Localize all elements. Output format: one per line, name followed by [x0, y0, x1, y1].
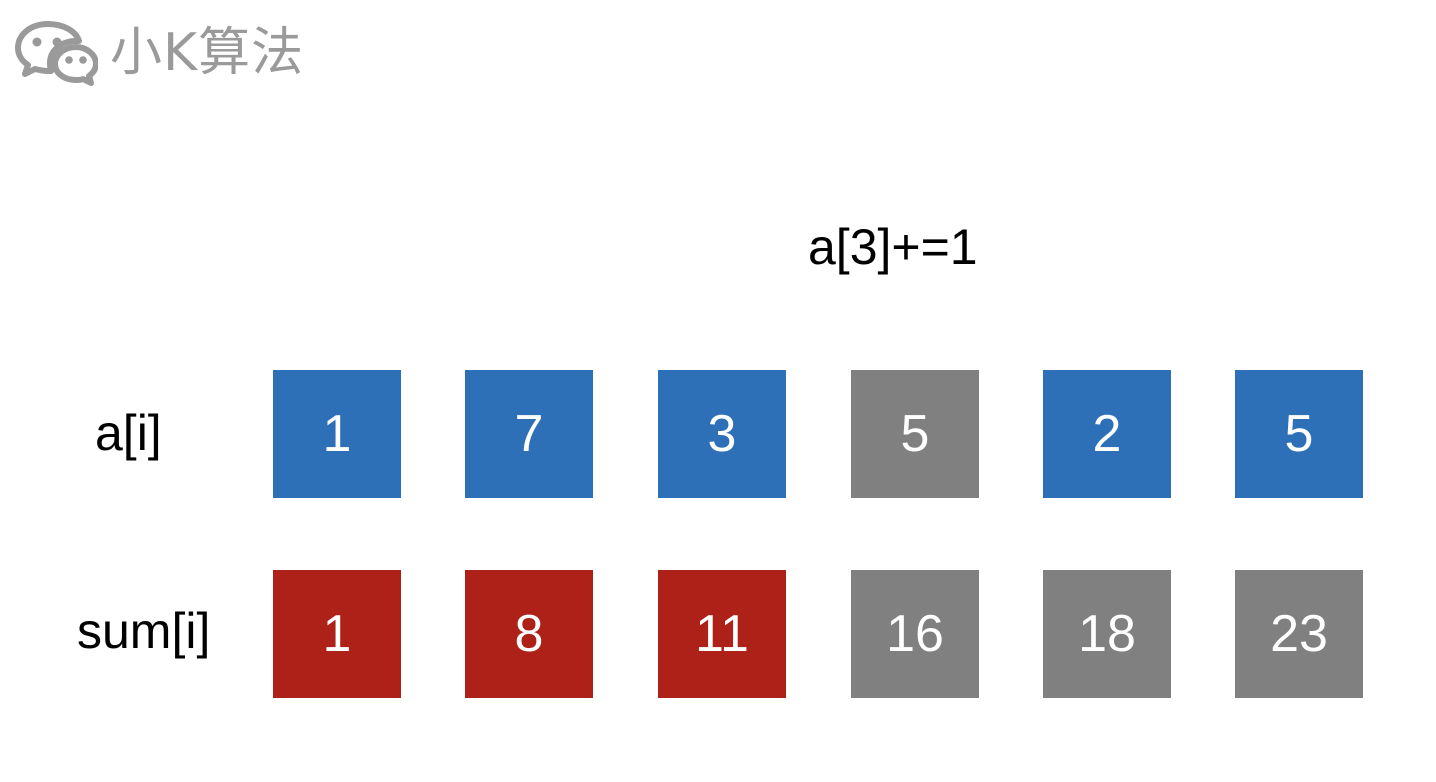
sum-cell: 11 [658, 570, 786, 698]
array-cell: 5 [851, 370, 979, 498]
array-cell: 3 [658, 370, 786, 498]
sum-cell: 1 [273, 570, 401, 698]
operation-label: a[3]+=1 [808, 219, 978, 275]
array-cell: 7 [465, 370, 593, 498]
sum-cell: 18 [1043, 570, 1171, 698]
row-label-a: a[i] [95, 405, 162, 461]
watermark-logo: 小K算法 [14, 18, 304, 88]
wechat-icon [14, 18, 98, 88]
sum-cell: 8 [465, 570, 593, 698]
logo-text: 小K算法 [110, 23, 305, 83]
array-cell: 5 [1235, 370, 1363, 498]
array-cell: 2 [1043, 370, 1171, 498]
sum-cell: 23 [1235, 570, 1363, 698]
row-label-sum: sum[i] [77, 603, 211, 659]
array-cell: 1 [273, 370, 401, 498]
sum-cell: 16 [851, 570, 979, 698]
